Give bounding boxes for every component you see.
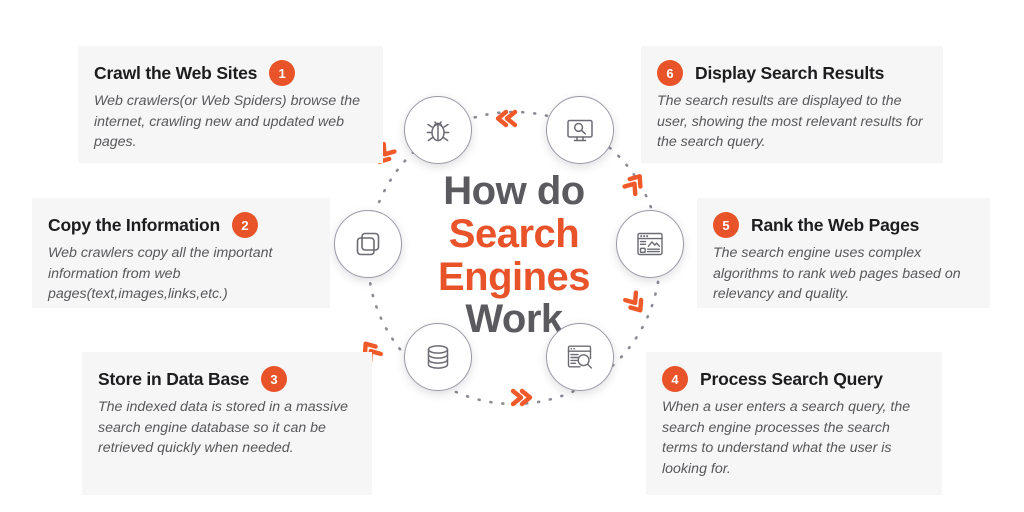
chevron-left-icon [495, 109, 518, 128]
step-card-5[interactable]: 5 Rank the Web Pages The search engine u… [697, 198, 990, 308]
webpage-image-icon [634, 228, 666, 260]
card-header: 5 Rank the Web Pages [713, 212, 974, 238]
card-title: Store in Data Base [98, 368, 250, 389]
card-header: Copy the Information 2 [48, 212, 314, 238]
step-card-3[interactable]: Store in Data Base 3 The indexed data is… [82, 352, 372, 495]
step-badge: 3 [261, 366, 288, 392]
database-icon [422, 341, 454, 373]
step-card-2[interactable]: Copy the Information 2 Web crawlers copy… [32, 198, 330, 308]
copy-icon [352, 228, 384, 260]
node-process-search-query[interactable] [546, 323, 614, 391]
card-body: Web crawlers(or Web Spiders) browse the … [94, 93, 360, 151]
step-card-4[interactable]: 4 Process Search Query When a user enter… [646, 352, 942, 495]
step-badge: 1 [269, 60, 296, 86]
title-line-4: Work [465, 297, 563, 342]
step-badge: 2 [231, 212, 258, 238]
card-title: Display Search Results [695, 62, 885, 83]
chevron-right-icon [510, 388, 533, 407]
card-header: 4 Process Search Query [662, 366, 926, 392]
step-badge: 6 [657, 60, 683, 86]
page-title: How do Search Engines Work [330, 170, 698, 341]
card-body: The search engine uses complex algorithm… [713, 245, 961, 303]
card-body: The indexed data is stored in a massive … [98, 399, 348, 457]
node-display-search-results[interactable] [546, 96, 614, 164]
card-title: Rank the Web Pages [751, 214, 920, 235]
card-title: Copy the Information [48, 214, 220, 235]
bug-icon [422, 114, 454, 146]
card-title: Process Search Query [700, 368, 883, 389]
card-body: Web crawlers copy all the important info… [48, 245, 273, 303]
step-card-6[interactable]: 6 Display Search Results The search resu… [641, 46, 943, 163]
card-header: 6 Display Search Results [657, 60, 927, 86]
node-rank-the-web-pages[interactable] [616, 210, 684, 278]
node-store-in-data-base[interactable] [404, 323, 472, 391]
chevron-up-right-icon [623, 290, 644, 313]
center-hub: How do Search Engines Work [330, 84, 698, 432]
step-card-1[interactable]: Crawl the Web Sites 1 Web crawlers(or We… [78, 46, 383, 163]
card-header: Store in Data Base 3 [98, 366, 356, 392]
step-badge: 5 [713, 212, 739, 238]
step-badge: 4 [662, 366, 688, 392]
title-line-1: How do [443, 169, 585, 213]
card-body: When a user enters a search query, the s… [662, 399, 911, 477]
node-crawl-the-web-sites[interactable] [404, 96, 472, 164]
card-title: Crawl the Web Sites [94, 62, 258, 83]
card-header: Crawl the Web Sites 1 [94, 60, 367, 86]
chevron-down-right-icon [622, 174, 643, 197]
card-body: The search results are displayed to the … [657, 93, 923, 151]
monitor-search-icon [564, 114, 596, 146]
node-copy-the-information[interactable] [334, 210, 402, 278]
title-line-2: Search [448, 211, 580, 256]
browser-search-icon [564, 341, 596, 373]
title-line-3: Engines [437, 254, 591, 299]
